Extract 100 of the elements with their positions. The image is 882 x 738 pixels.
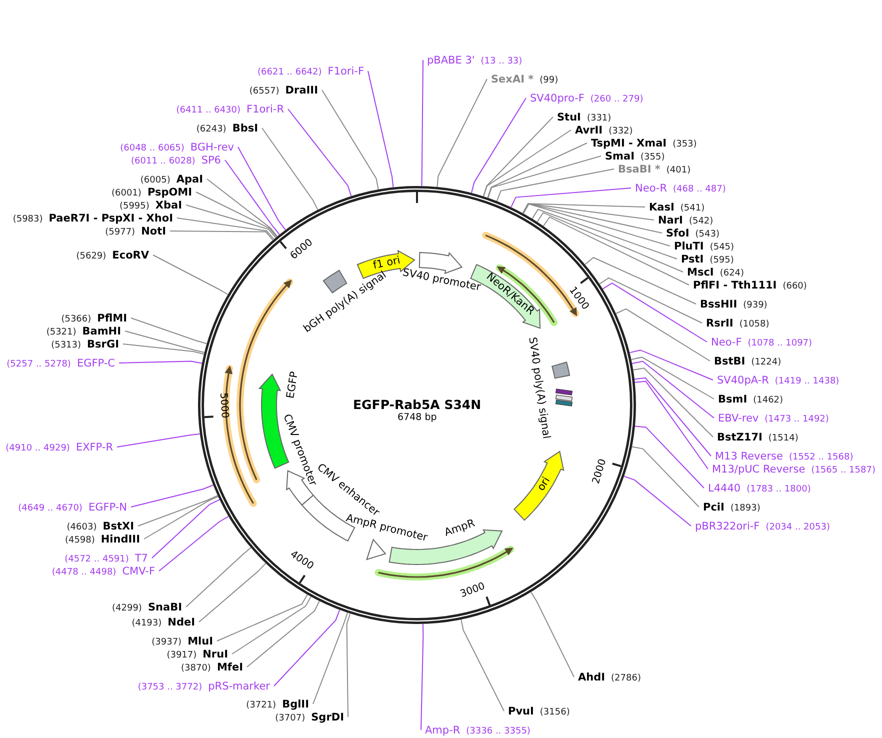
restriction-site-label: (5313) BsrGI bbox=[48, 336, 122, 352]
leader-line bbox=[532, 208, 678, 260]
leader-line bbox=[460, 619, 504, 712]
leader-line bbox=[624, 476, 692, 526]
restriction-site-label: PluTI (545) bbox=[671, 238, 738, 254]
restriction-site-label: (5321) BamHI bbox=[43, 324, 124, 338]
restriction-site-label: NarI (542) bbox=[655, 212, 716, 228]
restriction-site-label: (3707) SgrDI bbox=[272, 710, 347, 724]
primer-label: pBABE 3' (13 .. 33) bbox=[424, 52, 526, 68]
leader-line bbox=[602, 282, 708, 342]
restriction-site-label: (6557) DraIII bbox=[246, 82, 321, 98]
leader-line bbox=[186, 204, 276, 238]
primer-label: (4572 .. 4591) T7 bbox=[62, 550, 151, 566]
leader-line bbox=[616, 308, 710, 362]
restriction-site-label: SexAI * (99) bbox=[488, 72, 562, 86]
primer-label: (6011 .. 6028) SP6 bbox=[128, 152, 224, 168]
restriction-site-label: BstBI (1224) bbox=[711, 354, 784, 368]
leader-line bbox=[312, 612, 348, 704]
restriction-site-label: BssHII (939) bbox=[697, 296, 770, 312]
leader-line bbox=[152, 499, 220, 558]
restriction-site-label: PvuI (3156) bbox=[505, 704, 573, 718]
restriction-site-label: (5366) PflMI bbox=[58, 310, 130, 326]
restriction-site-label: SmaI (355) bbox=[602, 148, 668, 164]
restriction-site-label: KasI (541) bbox=[646, 200, 708, 214]
restriction-site-label: (3937) MluI bbox=[148, 634, 216, 648]
scale-number: 3000 bbox=[459, 581, 487, 600]
primer-label: (6411 .. 6430) F1ori-R bbox=[173, 102, 287, 116]
restriction-site-label: MscI (624) bbox=[684, 264, 748, 280]
leader-line bbox=[488, 156, 602, 198]
plasmid-name: EGFP-Rab5A S34N bbox=[353, 397, 482, 412]
leader-line bbox=[224, 160, 280, 235]
restriction-site-label: (4299) SnaBI bbox=[109, 600, 185, 614]
leader-line bbox=[530, 592, 574, 678]
leader-line bbox=[471, 98, 526, 194]
scale-number: 2000 bbox=[590, 457, 609, 485]
restriction-site-label: (5977) NotI bbox=[102, 224, 169, 238]
restriction-site-label: RsrII (1058) bbox=[703, 316, 772, 330]
leader-line bbox=[584, 256, 696, 304]
leader-line bbox=[634, 377, 712, 456]
leader-line bbox=[238, 146, 286, 230]
primer-label: (5257 .. 5278) EGFP-C bbox=[4, 356, 118, 370]
leader-line bbox=[483, 130, 572, 197]
leader-line bbox=[118, 360, 202, 364]
leader-line bbox=[496, 168, 614, 202]
leader-line bbox=[634, 380, 708, 470]
leader-line bbox=[262, 128, 318, 210]
leader-line bbox=[599, 277, 702, 324]
leader-line bbox=[144, 496, 218, 540]
leader-line bbox=[232, 596, 312, 654]
leader-line bbox=[629, 350, 714, 380]
primer-label: M13/pUC Reverse (1565 .. 1587) bbox=[709, 462, 878, 476]
leader-line bbox=[522, 203, 662, 234]
leader-line bbox=[346, 613, 351, 718]
primer-label: (4478 .. 4498) CMV-F bbox=[48, 564, 158, 578]
leader-line bbox=[124, 330, 205, 353]
leader-line bbox=[198, 562, 266, 622]
plasmid-length: 6748 bp bbox=[398, 412, 437, 423]
scale-number: 5000 bbox=[217, 392, 230, 418]
restriction-site-label: BsaBI * (401) bbox=[615, 162, 694, 176]
primer-label: (4910 .. 4929) EXFP-R bbox=[2, 440, 116, 454]
feature-block: SV40 poly(A) signal bbox=[526, 336, 571, 440]
restriction-site-label: (4193) NdeI bbox=[128, 614, 198, 630]
leader-line bbox=[482, 116, 554, 197]
leader-line bbox=[176, 218, 274, 240]
primer-label: Neo-F (1078 .. 1097) bbox=[708, 334, 816, 350]
leader-line bbox=[186, 547, 252, 608]
leader-line bbox=[421, 60, 424, 187]
restriction-site-label: PciI (1893) bbox=[700, 500, 764, 514]
primer-label: L4440 (1783 .. 1800) bbox=[705, 480, 814, 496]
leader-line bbox=[138, 495, 218, 526]
restriction-site-label: AhdI (2786) bbox=[575, 670, 644, 684]
primer-label: (3753 .. 3772) pRS-marker bbox=[134, 678, 273, 694]
restriction-site-label: (5629) EcoRV bbox=[73, 248, 152, 262]
restriction-site-label: (3917) NruI bbox=[164, 646, 231, 662]
leader-line bbox=[632, 446, 700, 508]
leader-line bbox=[122, 344, 204, 355]
leader-line bbox=[542, 216, 690, 286]
leader-line bbox=[216, 594, 308, 642]
primer-label: (6621 .. 6642) F1ori-F bbox=[254, 64, 367, 78]
leader-line bbox=[196, 192, 278, 238]
primer-label: EBV-rev (1473 .. 1492) bbox=[715, 410, 832, 426]
restriction-site-label: (6243) BbsI bbox=[193, 120, 261, 136]
restriction-site-label: (3870) MfeI bbox=[178, 660, 246, 674]
leader-line bbox=[152, 254, 228, 295]
leader-line bbox=[522, 203, 646, 214]
primer-label: SV40pro-F (260 .. 279) bbox=[527, 90, 646, 106]
leader-line bbox=[274, 609, 340, 686]
restriction-site-label: SfoI (543) bbox=[663, 226, 722, 240]
leader-line bbox=[322, 90, 379, 190]
restriction-site-label: AvrII (332) bbox=[572, 122, 636, 138]
leader-line bbox=[522, 203, 670, 246]
restriction-site-label: (5995) XbaI bbox=[116, 198, 185, 212]
scale-number: 4000 bbox=[288, 549, 316, 572]
restriction-site-label: BstZ17I (1514) bbox=[714, 430, 802, 444]
leader-line bbox=[634, 426, 704, 488]
leader-line bbox=[368, 70, 394, 188]
leader-line bbox=[116, 433, 200, 448]
restriction-site-label: (4603) BstXI bbox=[64, 518, 137, 534]
restriction-site-label: PstI (595) bbox=[678, 252, 737, 266]
restriction-site-label: BsmI (1462) bbox=[715, 392, 786, 406]
